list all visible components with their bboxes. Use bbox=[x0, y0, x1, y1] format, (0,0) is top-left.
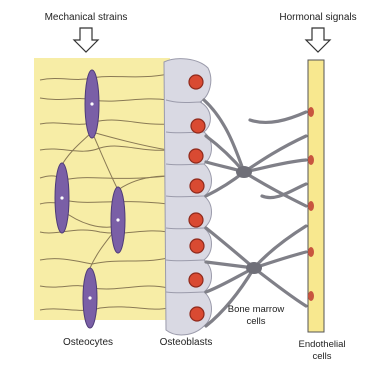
bone-matrix bbox=[34, 58, 170, 320]
bone-marrow-cell-processes bbox=[204, 100, 306, 326]
osteoblast-nucleus bbox=[189, 213, 203, 227]
bone-marrow-cell bbox=[246, 262, 262, 274]
endothelial-nucleus bbox=[308, 155, 314, 165]
osteoblast-nucleus bbox=[191, 119, 205, 133]
osteoblast-nucleus bbox=[190, 239, 204, 253]
osteoblast-nucleus bbox=[189, 149, 203, 163]
osteoblast-nucleus bbox=[189, 273, 203, 287]
label-osteocytes: Osteocytes bbox=[63, 337, 113, 348]
osteocyte-nucleus bbox=[116, 218, 119, 221]
endothelial-nucleus bbox=[308, 291, 314, 301]
osteocyte-nucleus bbox=[90, 102, 93, 105]
label-hormonal-signals: Hormonal signals bbox=[279, 12, 356, 23]
label-bone-marrow-line1: Bone marrow bbox=[228, 304, 285, 315]
osteoblast-nucleus bbox=[190, 307, 204, 321]
label-endothelial-line1: Endothelial bbox=[298, 339, 345, 350]
endothelial-nucleus bbox=[308, 201, 314, 211]
label-endothelial-line2: cells bbox=[312, 351, 331, 362]
endothelial-nucleus bbox=[308, 247, 314, 257]
hormonal-signal-arrow-icon bbox=[306, 28, 330, 52]
osteocyte-nucleus bbox=[60, 196, 63, 199]
osteocyte-nucleus bbox=[88, 296, 91, 299]
osteoblast-nucleus bbox=[190, 179, 204, 193]
label-bone-marrow-line2: cells bbox=[246, 316, 265, 327]
mechanical-strain-arrow-icon bbox=[74, 28, 98, 52]
endothelial-nucleus bbox=[308, 107, 314, 117]
label-osteoblasts: Osteoblasts bbox=[160, 337, 213, 348]
bone-marrow-cell bbox=[236, 166, 252, 178]
label-mechanical-strains: Mechanical strains bbox=[45, 12, 128, 23]
endothelial-layer bbox=[308, 60, 324, 332]
osteoblast-nucleus bbox=[189, 75, 203, 89]
